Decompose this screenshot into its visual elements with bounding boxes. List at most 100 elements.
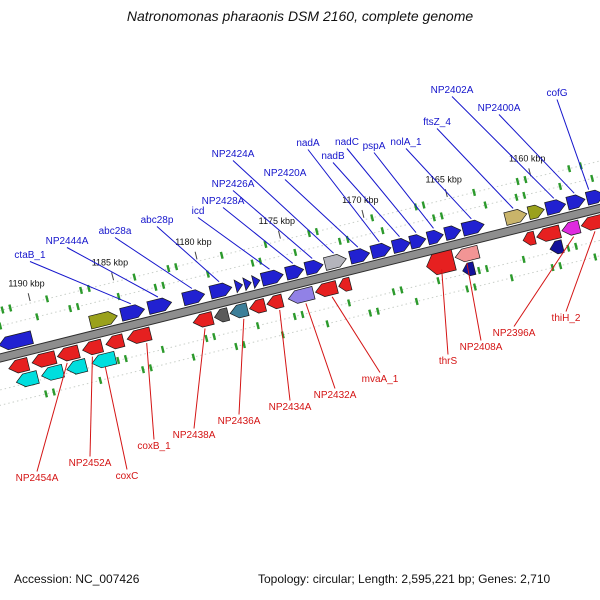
gene-label-forward[interactable]: NP2424A [212,149,255,160]
gene-label-reverse[interactable]: mvaA_1 [362,374,399,385]
gene-label-forward[interactable]: abc28a [99,226,132,237]
gene-arrow[interactable] [82,338,105,356]
gene-arrow[interactable] [338,276,353,292]
gene-arrow[interactable] [425,229,444,246]
gene-arrow[interactable] [426,249,457,276]
gene-label-forward[interactable]: NP2400A [478,103,521,114]
gene-arrow[interactable] [119,304,146,322]
label-connector [513,236,575,327]
gene-arrow[interactable] [443,225,462,241]
label-connector [284,179,359,248]
gene-arrow[interactable] [503,209,528,226]
gene-arrow[interactable] [66,358,89,375]
gene-label-forward[interactable]: NP2428A [202,196,245,207]
gene-arrow[interactable] [208,282,233,300]
gene-arrow[interactable] [91,350,118,369]
gene-label-reverse[interactable]: coxC [116,471,139,482]
gene-label-forward[interactable]: abc28p [141,215,174,226]
feature-tick [567,165,572,173]
gene-arrow[interactable] [462,261,477,277]
gene-arrow[interactable] [303,259,324,276]
gene-arrow[interactable] [536,224,562,242]
gene-label-forward[interactable]: ftsZ_4 [423,117,451,128]
gene-arrow[interactable] [544,199,567,216]
gene-arrow[interactable] [56,344,81,362]
label-connector [441,269,449,355]
gene-arrow[interactable] [88,311,118,330]
label-connector [29,261,131,305]
gene-label-forward[interactable]: nadB [321,151,345,162]
gene-arrow[interactable] [369,242,392,260]
gene-label-reverse[interactable]: NP2408A [460,342,503,353]
gene-arrow[interactable] [8,357,31,374]
feature-tick [0,306,5,314]
frame-guide-line [0,239,600,391]
feature-tick [399,286,404,294]
gene-label-reverse[interactable]: NP2438A [173,430,216,441]
gene-arrow[interactable] [390,238,411,254]
gene-label-forward[interactable]: nadC [335,137,359,148]
feature-tick [250,259,255,267]
gene-label-forward[interactable]: NP2402A [431,85,474,96]
gene-label-reverse[interactable]: thiH_2 [552,313,581,324]
gene-arrow[interactable] [549,239,565,255]
gene-label-forward[interactable]: icd [192,206,205,217]
gene-arrow[interactable] [251,275,261,290]
gene-arrow[interactable] [408,234,427,250]
gene-arrow[interactable] [522,230,537,246]
gene-arrow[interactable] [565,194,586,211]
scale-tick-label: 1175 kbp [259,216,295,226]
feature-tick [44,390,49,398]
gene-arrow[interactable] [266,293,285,310]
gene-arrow[interactable] [580,214,600,231]
gene-arrow[interactable] [126,326,153,344]
feature-tick [523,175,528,184]
gene-label-forward[interactable]: NP2444A [46,236,89,247]
gene-arrow[interactable] [105,333,126,350]
gene-label-forward[interactable]: NP2426A [212,179,255,190]
gene-arrow[interactable] [242,277,252,292]
gene-arrow[interactable] [454,244,481,263]
gene-label-reverse[interactable]: NP2452A [69,458,112,469]
gene-arrow[interactable] [229,302,250,319]
gene-arrow[interactable] [31,350,58,368]
gene-arrow[interactable] [561,219,582,236]
gene-arrow[interactable] [287,285,316,304]
gene-arrow[interactable] [348,248,371,265]
gene-arrow[interactable] [41,363,65,381]
gene-label-forward[interactable]: NP2420A [264,168,307,179]
gene-label-forward[interactable]: ctaB_1 [14,250,46,261]
gene-arrow[interactable] [322,254,347,271]
gene-arrow[interactable] [584,189,600,206]
gene-label-reverse[interactable]: coxB_1 [137,441,171,452]
label-connector [146,343,155,440]
gene-arrow[interactable] [15,370,40,387]
gene-label-forward[interactable]: cofG [546,88,567,99]
feature-tick [263,240,268,249]
gene-arrow[interactable] [526,204,545,221]
gene-arrow[interactable] [284,264,305,281]
gene-label-reverse[interactable]: thrS [439,356,458,367]
feature-tick [521,255,526,264]
gene-arrow[interactable] [248,298,268,314]
gene-arrow[interactable] [181,289,206,307]
gene-label-forward[interactable]: nolA_1 [390,137,422,148]
feature-tick [292,312,297,321]
gene-arrow[interactable] [0,330,34,351]
gene-label-reverse[interactable]: NP2396A [493,328,536,339]
gene-arrow[interactable] [460,219,485,237]
gene-arrow[interactable] [146,297,173,315]
gene-arrow[interactable] [192,311,215,328]
gene-arrow[interactable] [213,307,231,323]
gene-arrow[interactable] [259,269,284,287]
gene-label-reverse[interactable]: NP2436A [218,416,261,427]
gene-arrow[interactable] [314,280,339,297]
gene-label-reverse[interactable]: NP2432A [314,390,357,401]
gene-label-forward[interactable]: pspA [363,141,386,152]
gene-arrow[interactable] [233,279,244,294]
gene-label-reverse[interactable]: NP2454A [16,473,59,484]
gene-label-forward[interactable]: nadA [296,138,320,149]
gene-label-reverse[interactable]: NP2434A [269,402,312,413]
frame-guide-line [0,175,600,327]
label-connector [331,296,381,373]
